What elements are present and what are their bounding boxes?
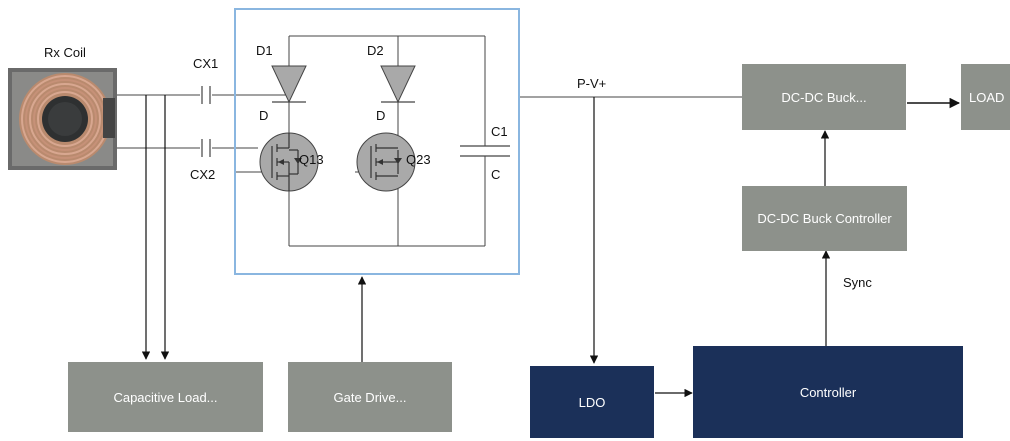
controller-block: Controller [693,346,963,438]
rectifier-wiring [234,35,486,247]
load-block: LOAD [961,64,1010,130]
d-right-label: D [376,108,386,123]
mosfet-q13 [259,132,319,192]
sync-label: Sync [843,275,872,290]
capacitor-cx2 [201,139,211,157]
gate-drive-block: Gate Drive... [288,362,452,432]
rx-coil-image [8,68,117,170]
mosfet-q23 [356,132,416,192]
capacitor-cx1 [201,86,211,104]
rx-coil-label: Rx Coil [44,45,86,60]
rectifier-frame [234,8,520,275]
dc-dc-buck-block: DC-DC Buck... [742,64,906,130]
c-label: C [491,167,501,182]
pv-label: P-V+ [577,76,607,91]
coil-wires [117,94,234,149]
capacitor-c1 [460,145,510,157]
d2-label: D2 [367,43,384,58]
ldo-block: LDO [530,366,654,438]
q23-label: Q23 [406,152,431,167]
d-left-label: D [259,108,269,123]
d1-label: D1 [256,43,273,58]
capacitive-load-block: Capacitive Load... [68,362,263,432]
dc-dc-buck-controller-block: DC-DC Buck Controller [742,186,907,251]
q13-label: Q13 [299,152,324,167]
c1-label: C1 [491,124,508,139]
diode-d1 [271,65,307,104]
diode-d2 [380,65,416,104]
cx2-label: CX2 [190,167,216,182]
cx1-label: CX1 [193,56,219,71]
